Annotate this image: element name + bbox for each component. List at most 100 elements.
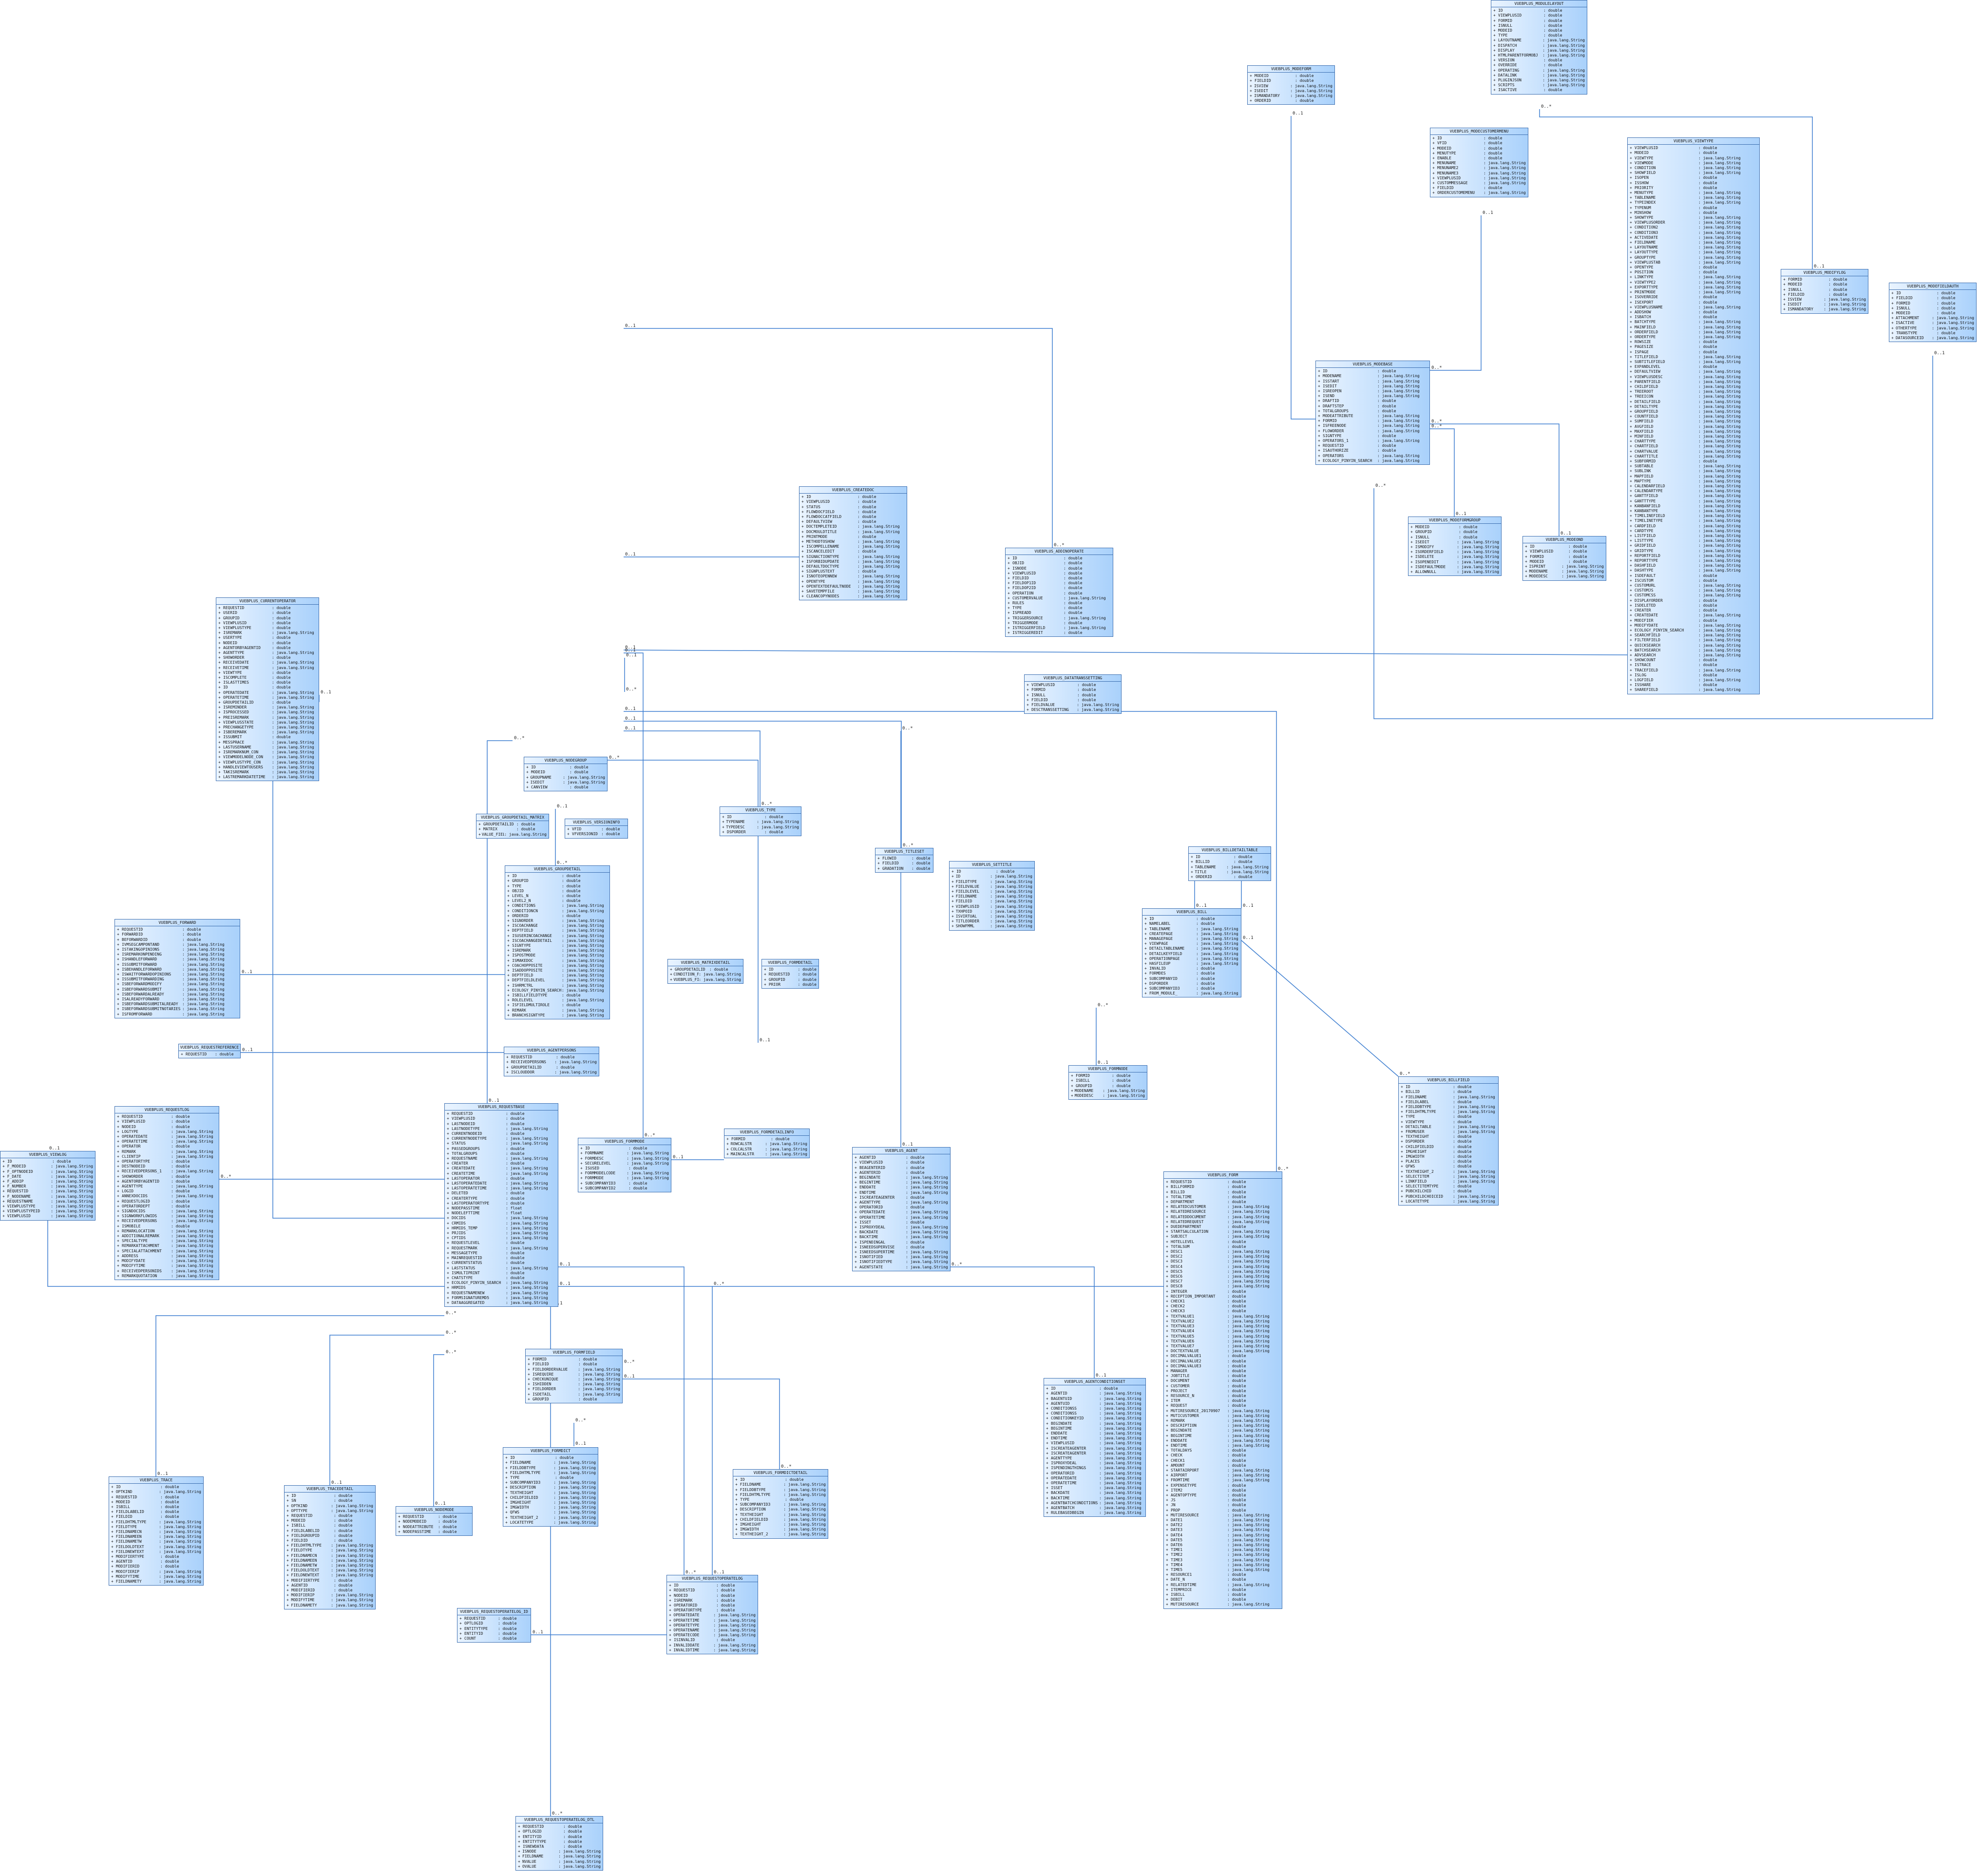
attribute-name: DRAFTSTEP bbox=[1323, 403, 1344, 408]
entity-vuebplus-trace[interactable]: VUEBPLUS_TRACE+ID: double+OPTKIND: java.… bbox=[109, 1476, 204, 1586]
attribute-name: FIELDLABELID bbox=[291, 1528, 320, 1533]
visibility-marker: + bbox=[286, 1573, 289, 1578]
visibility-marker: + bbox=[1401, 1139, 1403, 1144]
attribute-type: : java.lang.String bbox=[1227, 1532, 1270, 1537]
entity-vuebplus-formdetailinfo[interactable]: VUEBPLUS_FORMDETAILINFO+FORMID: double+R… bbox=[724, 1129, 810, 1159]
entity-vuebplus-modifylog[interactable]: VUEBPLUS_MODIFYLOG+FORMID: double+MODEID… bbox=[1781, 269, 1868, 314]
entity-vuebplus-addinoperate[interactable]: VUEBPLUS_ADDINOPERATE+ID: double+OBJID: … bbox=[1005, 548, 1113, 637]
visibility-marker: + bbox=[1630, 364, 1632, 369]
attribute-row: +PUBCHILCHID: double bbox=[1401, 1189, 1496, 1194]
entity-vuebplus-versioninfo[interactable]: VUEBPLUS_VERSIONINFO+VFID: double+VFVERS… bbox=[565, 819, 628, 839]
attribute-row: +FIELDLABELID: double bbox=[286, 1529, 373, 1533]
attribute-type: : double bbox=[1484, 141, 1503, 146]
visibility-marker: + bbox=[855, 1170, 857, 1175]
entity-vuebplus-formdict[interactable]: VUEBPLUS_FORMDICT+ID: double+FIELDNAME: … bbox=[503, 1447, 598, 1527]
entity-vuebplus-viewtype[interactable]: VUEBPLUS_VIEWTYPE+VIEWPLUSID: double+MOD… bbox=[1627, 137, 1760, 694]
entity-vuebplus-formmode[interactable]: VUEBPLUS_FORMMODE+ID: double+FORMNAME: j… bbox=[578, 1138, 671, 1193]
visibility-marker: + bbox=[447, 1295, 449, 1300]
visibility-marker: + bbox=[1046, 1446, 1048, 1451]
attribute-type: : double bbox=[160, 1564, 179, 1569]
visibility-marker: + bbox=[1891, 330, 1894, 335]
entity-vuebplus-groupdetail[interactable]: VUEBPLUS_GROUPDETAIL+ID: double+GROUPID:… bbox=[505, 865, 610, 1020]
entity-vuebplus-agent[interactable]: VUEBPLUS_AGENT+AGENTID: double+VIEWPLUSI… bbox=[852, 1147, 951, 1271]
attribute-name: TRIGGERSOURCE bbox=[1012, 615, 1043, 620]
entity-vuebplus-requestoperatelog-dtl[interactable]: VUEBPLUS_REQUESTOPERATELOG_DTL+REQUESTID… bbox=[515, 1816, 603, 1871]
attribute-name: FIELDID bbox=[1031, 697, 1048, 702]
entity-vuebplus-modeond[interactable]: VUEBPLUS_MODEOND+ID: double+VIEWPLUSID: … bbox=[1522, 536, 1606, 581]
entity-vuebplus-nodemode[interactable]: VUEBPLUS_NODEMODE+REQUESTID: double+NODE… bbox=[396, 1506, 473, 1536]
attribute-type: : double bbox=[1064, 631, 1083, 635]
attribute-row: +ISACTIVE: java.lang.String bbox=[1891, 321, 1974, 325]
entity-vuebplus-currentoperator[interactable]: VUEBPLUS_CURRENTOPERATOR+REQUESTID: doub… bbox=[216, 597, 319, 782]
attribute-name: CONDITIONCN bbox=[512, 908, 538, 913]
entity-vuebplus-agentconditionset[interactable]: VUEBPLUS_AGENTCONDITIONSET+ID: double+AG… bbox=[1044, 1378, 1146, 1517]
entity-vuebplus-billdetailtable[interactable]: VUEBPLUS_BILLDETAILTABLE+ID: double+BILL… bbox=[1188, 846, 1271, 881]
attribute-name: OTHERTYPE bbox=[1895, 325, 1917, 330]
attribute-name: ISNOTIFIEDTYPE bbox=[859, 1260, 893, 1264]
entity-vuebplus-requestreference[interactable]: VUEBPLUS_REQUESTREFERENCE+REQUESTID: dou… bbox=[178, 1044, 241, 1059]
entity-vuebplus-titleset[interactable]: VUEBPLUS_TITLESET+FLOWID: double+FIELDID… bbox=[875, 848, 933, 873]
entity-vuebplus-formfield[interactable]: VUEBPLUS_FORMFIELD+FORMID: double+FIELDI… bbox=[525, 1349, 623, 1404]
attribute-type: : double bbox=[1568, 549, 1587, 554]
entity-vuebplus-modeform[interactable]: VUEBPLUS_MODEFORM+MODEID: double+FIELDID… bbox=[1247, 65, 1335, 105]
attribute-type: : java.lang.String bbox=[783, 1507, 826, 1512]
entity-vuebplus-forward[interactable]: VUEBPLUS_FORWARD+REQUESTID: double+FORWA… bbox=[114, 919, 240, 1018]
entity-vuebplus-modebase[interactable]: VUEBPLUS_MODEBASE+ID: double+MODENAME: j… bbox=[1315, 361, 1430, 465]
attribute-type: : double bbox=[857, 519, 876, 524]
visibility-marker: + bbox=[286, 1558, 289, 1563]
entity-vuebplus-modeformgroup[interactable]: VUEBPLUS_MODEFORMGROUP+MODEID: double+GR… bbox=[1408, 517, 1502, 576]
attribute-name: MENUTYPE bbox=[1635, 191, 1654, 195]
visibility-marker: + bbox=[801, 515, 804, 519]
attribute-type: : double bbox=[1377, 408, 1396, 413]
entity-vuebplus-requestbase[interactable]: VUEBPLUS_REQUESTBASE+REQUESTID: double+V… bbox=[444, 1103, 558, 1307]
attribute-type: : double bbox=[1077, 697, 1096, 702]
visibility-marker: + bbox=[1630, 429, 1632, 434]
attribute-type: : double bbox=[1064, 606, 1083, 611]
attribute-row: +MENUNAME3: java.lang.String bbox=[1432, 171, 1526, 176]
visibility-marker: + bbox=[117, 937, 119, 942]
entity-vuebplus-requestoperatelog[interactable]: VUEBPLUS_REQUESTOPERATELOG+ID: double+RE… bbox=[666, 1575, 758, 1655]
entity-vuebplus-modefieldauth[interactable]: VUEBPLUS_MODEFIELDAUTH+ID: double+FIELDI… bbox=[1889, 283, 1977, 343]
attribute-type: : java.lang.String bbox=[1099, 1406, 1142, 1411]
attribute-row: +REQUESTLOGID: double bbox=[117, 1199, 217, 1204]
entity-vuebplus-modecustomermenu[interactable]: VUEBPLUS_MODECUSTOMERMENU+ID: double+VFI… bbox=[1430, 128, 1528, 197]
attribute-row: +SIGNACTIONTYPE: java.lang.String bbox=[801, 555, 905, 559]
entity-vuebplus-form[interactable]: VUEBPLUS_FORM+REQUESTID: double+BILLFORM… bbox=[1163, 1171, 1282, 1609]
visibility-marker: + bbox=[1630, 185, 1632, 190]
entity-vuebplus-viewlog[interactable]: VUEBPLUS_VIEWLOG+ID: double+F_MODEID: ja… bbox=[0, 1151, 95, 1221]
attribute-type: : java.lang.String bbox=[1698, 538, 1741, 543]
entity-vuebplus-formnode[interactable]: VUEBPLUS_FORMNODE+FORMID: double+ISBILL:… bbox=[1068, 1065, 1147, 1100]
entity-vuebplus-createdoc[interactable]: VUEBPLUS_CREATEDOC+ID: double+VIEWPLUSID… bbox=[799, 486, 907, 601]
attribute-type: : java.lang.String bbox=[1377, 458, 1420, 463]
entity-vuebplus-billfield[interactable]: VUEBPLUS_BILLFIELD+ID: double+BILLID: do… bbox=[1398, 1076, 1499, 1206]
entity-vuebplus-formdetail[interactable]: VUEBPLUS_FORMDETAIL+ID: double+REQUESTID… bbox=[761, 959, 819, 989]
entity-vuebplus-groupdetail-matrix[interactable]: VUEBPLUS_GROUPDETAIL_MATRIX+GROUPDETAILI… bbox=[476, 814, 549, 839]
entity-vuebplus-formdictdetail[interactable]: VUEBPLUS_FORMDICTDETAIL+ID: double+FIELD… bbox=[733, 1469, 828, 1539]
entity-vuebplus-bill[interactable]: VUEBPLUS_BILL+ID: double+NAMELABEL: doub… bbox=[1142, 908, 1241, 998]
attribute-name: REQUESTID bbox=[674, 1588, 695, 1593]
attribute-name: FIELDTYPE bbox=[955, 879, 977, 884]
attribute-row: +CLEANCOPYNODES: java.lang.String bbox=[801, 594, 905, 599]
visibility-marker: + bbox=[1783, 292, 1786, 297]
visibility-marker: + bbox=[1166, 1458, 1168, 1463]
entity-vuebplus-requestoperatelog-id[interactable]: VUEBPLUS_REQUESTOPERATELOG_ID+REQUESTID:… bbox=[457, 1608, 531, 1643]
visibility-marker: + bbox=[1144, 966, 1147, 971]
entity-vuebplus-agentpersons[interactable]: VUEBPLUS_AGENTPERSONS+REQUESTID: double+… bbox=[504, 1047, 599, 1077]
entity-vuebplus-datatranssetting[interactable]: VUEBPLUS_DATATRANSSETTING+VIEWPLUSID: do… bbox=[1024, 674, 1122, 714]
attribute-type: : java.lang.String bbox=[51, 1204, 93, 1209]
entity-vuebplus-type[interactable]: VUEBPLUS_TYPE+ID: double+TYPENAME: java.… bbox=[720, 806, 801, 837]
attribute-name: ISBATCH bbox=[1635, 315, 1651, 320]
entity-vuebplus-matrixdetail[interactable]: VUEBPLUS_MATRIXDETAIL+GROUPDETAILID: dou… bbox=[667, 959, 743, 984]
attribute-type: : java.lang.String bbox=[51, 1164, 93, 1169]
entity-vuebplus-tracedetail[interactable]: VUEBPLUS_TRACEDETAIL+ID: double+SN: doub… bbox=[284, 1485, 376, 1609]
attribute-name: FIELDLABEL bbox=[1406, 1099, 1429, 1104]
entity-vuebplus-modulelayout[interactable]: VUEBPLUS_MODULELAYOUT+ID: double+VIEWPLU… bbox=[1491, 0, 1587, 95]
entity-title: VUEBPLUS_DATATRANSSETTING bbox=[1025, 675, 1121, 682]
entity-vuebplus-requestlog[interactable]: VUEBPLUS_REQUESTLOG+REQUESTID: double+VI… bbox=[114, 1106, 219, 1280]
entity-vuebplus-nodegroup[interactable]: VUEBPLUS_NODEGROUP+ID: double+MODEID: do… bbox=[524, 757, 608, 792]
attribute-row: +ORDERID: double bbox=[1250, 98, 1332, 103]
attribute-row: +ID: double bbox=[1493, 8, 1585, 13]
entity-vuebplus-settitle[interactable]: VUEBPLUS_SETTITLE+ID: double+ID: java.la… bbox=[949, 861, 1035, 931]
attribute-row: +FIELDID: double bbox=[1432, 186, 1526, 191]
attribute-type: : java.lang.String bbox=[783, 1527, 826, 1532]
